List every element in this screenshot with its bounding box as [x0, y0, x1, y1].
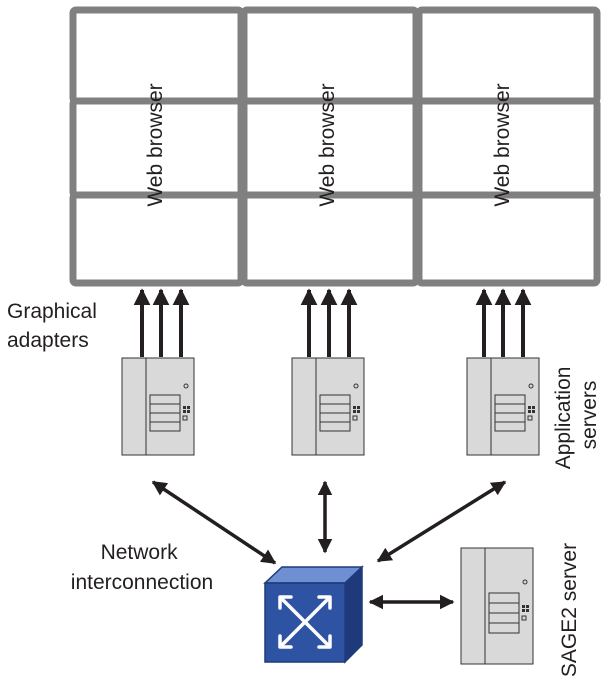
web-browser-label: Web browser	[316, 83, 339, 206]
network-interconnection-label: Network interconnection	[71, 541, 213, 594]
graphical-adapter-arrows	[133, 288, 532, 357]
display-panel	[415, 191, 601, 287]
link-arrow-server3-switch	[376, 480, 507, 563]
web-browser-label: Web browser	[144, 83, 167, 206]
sage2-server-label: SAGE2 server	[558, 543, 581, 677]
application-server-3	[466, 357, 540, 456]
display-wall: Web browser Web browser Web browser	[69, 6, 601, 287]
wall-column-3: Web browser	[415, 6, 601, 287]
graphical-adapters-line-1: Graphical	[7, 300, 97, 323]
application-servers-label: Application servers	[552, 361, 601, 470]
display-panel	[69, 191, 245, 287]
tower-server-icon	[460, 547, 534, 665]
sage2-server	[460, 547, 534, 665]
tower-server-icon	[466, 357, 540, 456]
application-servers-line-2: servers	[578, 381, 601, 450]
network-interconnection-line-2: interconnection	[71, 571, 213, 594]
wall-column-1: Web browser	[69, 6, 245, 287]
network-arrows	[151, 480, 507, 610]
application-server-2	[291, 357, 365, 456]
display-panel	[240, 191, 420, 287]
tower-server-icon	[121, 357, 195, 456]
application-server-1	[121, 357, 195, 456]
application-servers-line-1: Application	[552, 367, 575, 470]
graphical-adapters-label: Graphical adapters	[7, 300, 103, 352]
graphical-adapters-line-2: adapters	[7, 329, 89, 352]
link-arrow-server1-switch	[151, 480, 277, 565]
web-browser-label: Web browser	[491, 83, 514, 206]
network-switch-icon	[263, 565, 364, 664]
tower-server-icon	[291, 357, 365, 456]
wall-column-2: Web browser	[240, 6, 420, 287]
network-interconnection-line-1: Network	[101, 541, 179, 564]
